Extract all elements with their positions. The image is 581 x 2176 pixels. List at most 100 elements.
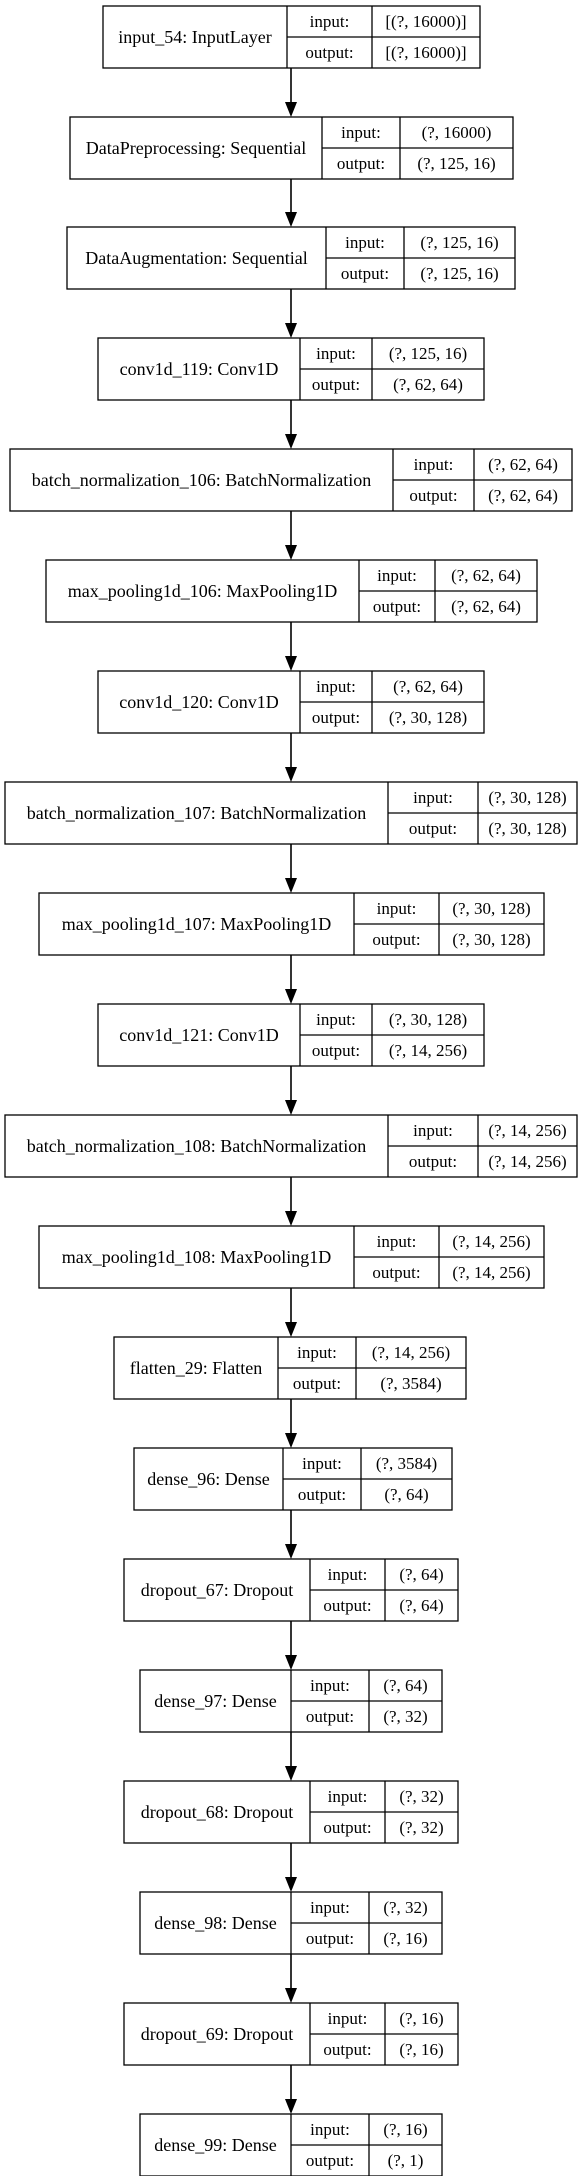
input-shape: (?, 62, 64) xyxy=(488,455,558,474)
input-shape: (?, 16) xyxy=(383,2120,427,2139)
arrowhead-icon xyxy=(285,1988,297,2003)
layer-name: conv1d_120: Conv1D xyxy=(119,692,279,712)
connection-arrow xyxy=(285,68,297,117)
input-label: input: xyxy=(341,123,381,142)
output-shape: (?, 30, 128) xyxy=(488,819,566,838)
output-label: output: xyxy=(372,1263,420,1282)
input-shape: (?, 3584) xyxy=(376,1454,437,1473)
layer-name: input_54: InputLayer xyxy=(118,27,271,47)
output-label: output: xyxy=(298,1485,346,1504)
input-label: input: xyxy=(413,788,453,807)
input-label: input: xyxy=(316,1010,356,1029)
input-label: input: xyxy=(310,12,350,31)
arrowhead-icon xyxy=(285,434,297,449)
input-shape: (?, 125, 16) xyxy=(420,233,498,252)
connection-arrow xyxy=(285,1066,297,1115)
connection-arrow xyxy=(285,1288,297,1337)
layer-name: flatten_29: Flatten xyxy=(130,1358,262,1378)
output-label: output: xyxy=(293,1374,341,1393)
layer-name: batch_normalization_106: BatchNormalizat… xyxy=(32,470,371,490)
arrowhead-icon xyxy=(285,1544,297,1559)
layer-name: dense_96: Dense xyxy=(147,1469,269,1489)
connection-arrow xyxy=(285,955,297,1004)
input-label: input: xyxy=(316,677,356,696)
output-label: output: xyxy=(323,2040,371,2059)
arrowhead-icon xyxy=(285,1655,297,1670)
output-label: output: xyxy=(312,708,360,727)
input-shape: (?, 30, 128) xyxy=(389,1010,467,1029)
connection-arrow xyxy=(285,1399,297,1448)
layer-name: dropout_67: Dropout xyxy=(141,1580,294,1600)
arrowhead-icon xyxy=(285,767,297,782)
input-label: input: xyxy=(345,233,385,252)
output-shape: (?, 16) xyxy=(383,1929,427,1948)
input-shape: (?, 62, 64) xyxy=(451,566,521,585)
arrowhead-icon xyxy=(285,1100,297,1115)
output-label: output: xyxy=(341,264,389,283)
arrowhead-icon xyxy=(285,1322,297,1337)
layer-name: max_pooling1d_106: MaxPooling1D xyxy=(68,581,338,601)
connection-arrow xyxy=(285,1510,297,1559)
output-shape: (?, 64) xyxy=(399,1596,443,1615)
layer-nodes: input_54: InputLayer input: output: [(?, 16… xyxy=(4,5,578,2176)
output-label: output: xyxy=(312,375,360,394)
layer-node: batch_normalization_106: BatchNormalizat… xyxy=(9,448,573,512)
layer-name: max_pooling1d_108: MaxPooling1D xyxy=(62,1247,332,1267)
output-shape: (?, 32) xyxy=(399,1818,443,1837)
edges xyxy=(285,68,297,2114)
output-label: output: xyxy=(323,1596,371,1615)
output-shape: (?, 1) xyxy=(388,2151,424,2170)
output-label: output: xyxy=(306,1707,354,1726)
output-shape: (?, 62, 64) xyxy=(393,375,463,394)
connection-arrow xyxy=(285,179,297,227)
output-label: output: xyxy=(323,1818,371,1837)
input-shape: [(?, 16000)] xyxy=(385,12,466,31)
output-label: output: xyxy=(409,819,457,838)
input-shape: (?, 14, 256) xyxy=(488,1121,566,1140)
connection-arrow xyxy=(285,1177,297,1226)
layer-name: conv1d_119: Conv1D xyxy=(120,359,279,379)
output-shape: (?, 14, 256) xyxy=(452,1263,530,1282)
arrowhead-icon xyxy=(285,102,297,117)
arrowhead-icon xyxy=(285,1877,297,1892)
connection-arrow xyxy=(285,622,297,671)
output-shape: (?, 125, 16) xyxy=(420,264,498,283)
output-shape: [(?, 16000)] xyxy=(385,43,466,62)
input-label: input: xyxy=(377,899,417,918)
input-label: input: xyxy=(328,2009,368,2028)
connection-arrow xyxy=(285,844,297,893)
input-shape: (?, 64) xyxy=(383,1676,427,1695)
layer-name: dropout_68: Dropout xyxy=(141,1802,294,1822)
output-shape: (?, 30, 128) xyxy=(389,708,467,727)
output-label: output: xyxy=(409,486,457,505)
arrowhead-icon xyxy=(285,656,297,671)
output-label: output: xyxy=(306,1929,354,1948)
connection-arrow xyxy=(285,1621,297,1670)
layer-node: max_pooling1d_107: MaxPooling1Dinput:out… xyxy=(38,892,545,956)
output-label: output: xyxy=(409,1152,457,1171)
connection-arrow xyxy=(285,2065,297,2114)
layer-name: batch_normalization_107: BatchNormalizat… xyxy=(27,803,366,823)
layer-name: DataPreprocessing: Sequential xyxy=(86,138,306,158)
layer-name: dropout_69: Dropout xyxy=(141,2024,294,2044)
input-label: input: xyxy=(328,1565,368,1584)
arrowhead-icon xyxy=(285,1211,297,1226)
input-shape: (?, 16000) xyxy=(422,123,492,142)
layer-name: conv1d_121: Conv1D xyxy=(119,1025,279,1045)
input-label: input: xyxy=(310,1898,350,1917)
connection-arrow xyxy=(285,400,297,449)
input-label: input: xyxy=(316,344,356,363)
layer-node: DataPreprocessing: Sequentialinput:outpu… xyxy=(69,116,514,180)
output-label: output: xyxy=(305,43,353,62)
layer-name: dense_99: Dense xyxy=(154,2135,276,2155)
layer-node: max_pooling1d_108: MaxPooling1Dinput:out… xyxy=(38,1225,545,1289)
layer-name: dense_98: Dense xyxy=(154,1913,276,1933)
